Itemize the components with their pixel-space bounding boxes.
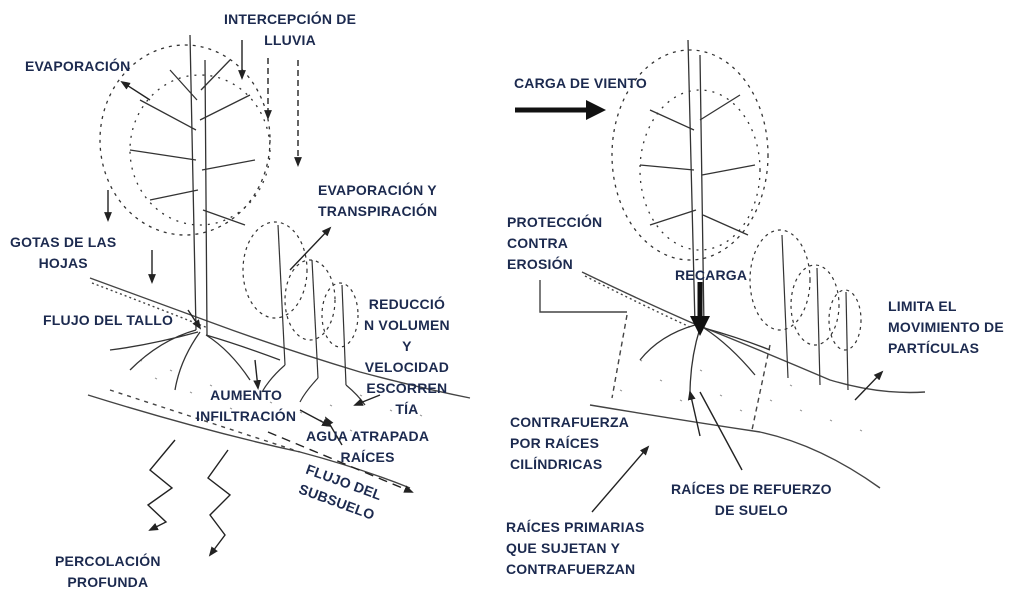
left-small-trees	[242, 221, 366, 406]
label-evaporation-transpiration: EVAPORACIÓN Y TRANSPIRACIÓN	[318, 182, 438, 219]
label-particle-movement: LIMITA EL MOVIMIENTO DE PARTÍCULAS	[888, 298, 1004, 356]
label-interception: INTERCEPCIÓN DE LLUVIA	[224, 11, 357, 48]
right-big-tree	[611, 39, 771, 396]
right-ground	[539, 271, 926, 489]
right-arrows	[515, 100, 884, 513]
label-leaf-drops: GOTAS DE LAS HOJAS	[10, 234, 117, 271]
label-root-trapped-water: AGUA ATRAPADA RAÍCES	[306, 428, 430, 465]
label-deep-percolation: PERCOLACIÓN PROFUNDA	[55, 553, 161, 590]
label-evaporation: EVAPORACIÓN	[25, 58, 131, 74]
label-runoff-reduction: REDUCCIÓ N VOLUMEN Y VELOCIDAD ESCORREN …	[364, 296, 450, 417]
label-infiltration: AUMENTO INFILTRACIÓN	[196, 387, 297, 424]
label-erosion-protection: PROTECCIÓN CONTRA EROSIÓN	[507, 214, 603, 272]
label-wind-load: CARGA DE VIENTO	[514, 75, 647, 91]
label-stem-flow: FLUJO DEL TALLO	[43, 312, 174, 328]
label-recharge: RECARGA	[675, 267, 748, 283]
left-arrows	[104, 40, 414, 557]
label-primary-roots: RAÍCES PRIMARIAS QUE SUJETAN Y CONTRAFUE…	[506, 519, 645, 577]
label-reinforcement-roots: RAÍCES DE REFUERZO DE SUELO	[671, 481, 832, 518]
left-big-tree	[99, 34, 281, 391]
label-cylindrical-roots: CONTRAFUERZA POR RAÍCES CILÍNDRICAS	[510, 414, 630, 472]
right-small-trees	[749, 229, 862, 391]
